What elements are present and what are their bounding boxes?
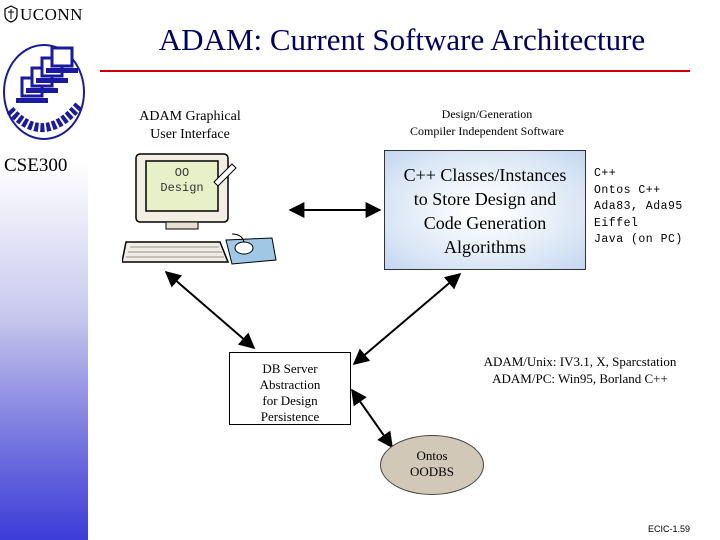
arrow-gui-to-db bbox=[164, 270, 256, 350]
classes-line-4: Algorithms bbox=[443, 237, 526, 257]
screen-text-line-2: Design bbox=[160, 181, 204, 195]
design-label: Design/Generation Compiler Independent S… bbox=[376, 106, 598, 140]
department-logo-icon bbox=[3, 44, 85, 140]
ontos-line-1: Ontos bbox=[416, 448, 448, 463]
screen-text-line-1: OO bbox=[174, 166, 190, 180]
classes-line-3: Code Generation bbox=[423, 213, 547, 233]
uconn-logo: UCONN bbox=[4, 5, 83, 25]
language-item: Eiffel bbox=[594, 216, 639, 230]
arrow-db-to-ontos bbox=[351, 388, 393, 449]
platform-unix: ADAM/Unix: IV3.1, X, Sparcstation bbox=[483, 354, 677, 369]
slide-id: ECIC-1.59 bbox=[648, 524, 691, 534]
arrow-db-to-classes bbox=[352, 272, 462, 366]
language-item: C++ bbox=[594, 167, 617, 180]
db-server-box: DB Server Abstraction for Design Persist… bbox=[229, 352, 351, 425]
language-item: Ada83, Ada95 bbox=[594, 200, 683, 213]
db-line-3: for Design bbox=[262, 393, 318, 408]
slide-title: ADAM: Current Software Architecture bbox=[158, 22, 646, 57]
university-name: UCONN bbox=[20, 5, 83, 24]
db-line-4: Persistence bbox=[260, 409, 320, 424]
platform-pc: ADAM/PC: Win95, Borland C++ bbox=[492, 371, 668, 386]
db-line-2: Abstraction bbox=[259, 377, 321, 392]
classes-box: C++ Classes/Instances to Store Design an… bbox=[384, 150, 586, 270]
seal-icon bbox=[4, 5, 18, 23]
db-line-1: DB Server bbox=[262, 361, 318, 376]
classes-line-2: to Store Design and bbox=[413, 189, 557, 209]
platforms-text: ADAM/Unix: IV3.1, X, Sparcstation ADAM/P… bbox=[460, 353, 700, 387]
design-label-line-2: Compiler Independent Software bbox=[410, 124, 564, 138]
computer-icon bbox=[122, 153, 277, 265]
title-underline bbox=[100, 70, 690, 72]
language-item: Ontos C++ bbox=[594, 183, 661, 197]
gui-label-line-2: User Interface bbox=[150, 127, 230, 142]
course-code: CSE300 bbox=[4, 155, 68, 176]
design-label-line-1: Design/Generation bbox=[441, 107, 533, 121]
classes-line-1: C++ Classes/Instances bbox=[403, 165, 567, 185]
gui-label-line-1: ADAM Graphical bbox=[139, 109, 241, 124]
screen-text: OO Design bbox=[146, 166, 218, 196]
language-item: Java (on PC) bbox=[594, 233, 683, 246]
ontos-oodbs-node: Ontos OODBS bbox=[380, 435, 484, 495]
gui-label: ADAM Graphical User Interface bbox=[110, 108, 270, 144]
ontos-line-2: OODBS bbox=[409, 464, 455, 479]
